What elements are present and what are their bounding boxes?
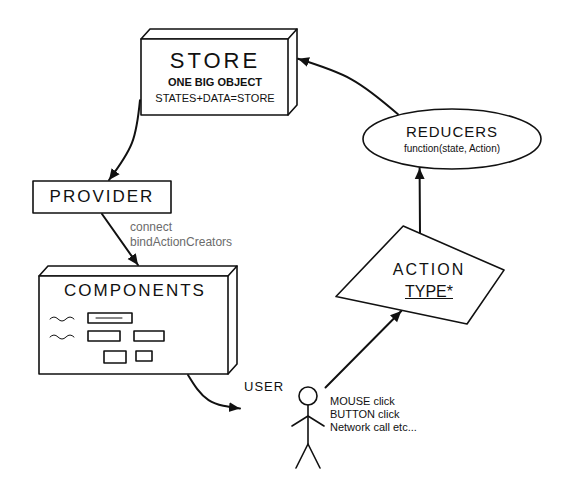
node-text: TYPE* — [405, 283, 453, 301]
form-sketch — [50, 313, 164, 363]
bind-label: bindActionCreators — [130, 235, 280, 249]
node-title: COMPONENTS — [64, 281, 206, 301]
user-figure: USER — [240, 378, 330, 473]
node-title: STORE — [170, 48, 260, 73]
form-button — [136, 351, 152, 361]
flow-arrow — [298, 59, 398, 114]
ellipse-outline — [363, 109, 541, 169]
action-diamond: ACTION TYPE* — [335, 225, 505, 325]
flow-arrow — [326, 311, 402, 388]
input-scribble — [96, 318, 122, 319]
flow-arrow — [188, 375, 240, 408]
stick-figure — [292, 387, 324, 468]
field-label-squiggle — [50, 335, 74, 339]
input-field — [88, 313, 132, 323]
flow-arrow — [419, 168, 421, 233]
node-title: ACTION — [393, 261, 465, 279]
box-side-edge — [288, 29, 297, 115]
box-front-face — [39, 276, 228, 374]
store-box: STORE ONE BIG OBJECT STATES+DATA=STORE — [140, 28, 298, 116]
reducers-ellipse: REDUCERS function(state, Action) — [362, 108, 542, 170]
box-top-face — [39, 266, 237, 276]
diamond-outline — [336, 226, 504, 324]
node-text: ONE BIG OBJECT — [168, 76, 262, 89]
figure-arms — [292, 416, 324, 426]
connect-label: connect — [130, 220, 270, 234]
node-title: PROVIDER — [50, 187, 155, 207]
input-field — [134, 331, 164, 341]
box-top-face — [141, 29, 297, 39]
form-button — [104, 351, 126, 363]
box-outline — [33, 181, 171, 213]
event-note: MOUSE click BUTTON click Network call et… — [330, 395, 442, 435]
box-side-edge — [228, 266, 237, 374]
flow-arrow — [109, 100, 140, 180]
figure-body — [307, 405, 309, 444]
provider-box: PROVIDER — [32, 180, 172, 214]
node-text: STATES+DATA=STORE — [155, 92, 274, 105]
box-front-face — [141, 39, 288, 115]
input-field — [88, 331, 120, 341]
node-title: USER — [244, 380, 284, 395]
field-label-squiggle — [50, 317, 74, 321]
figure-head — [299, 387, 317, 405]
components-box: COMPONENTS — [38, 265, 238, 375]
node-title: REDUCERS — [406, 123, 498, 140]
node-text: function(state, Action) — [404, 143, 500, 155]
figure-legs — [296, 444, 320, 468]
